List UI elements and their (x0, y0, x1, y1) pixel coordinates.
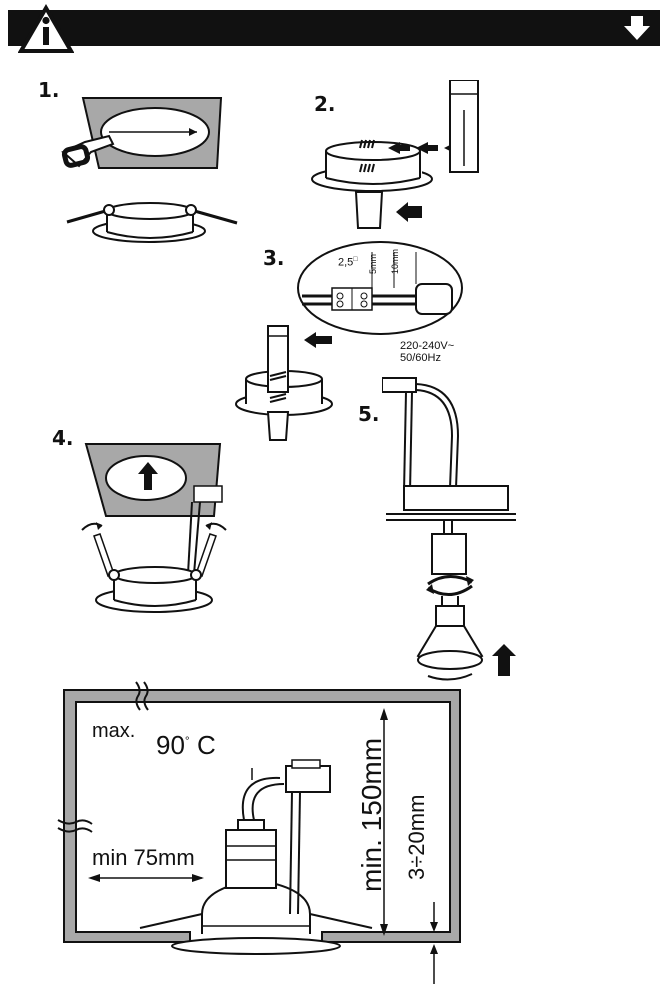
strip-length-short: 5mm (368, 254, 378, 274)
wire-cross-section: 2,5□ (338, 256, 358, 269)
max-temperature-value: 90 (156, 730, 185, 760)
header-bar (8, 10, 660, 46)
strip-length-long: 10mm (390, 248, 400, 274)
step-4-illustration (81, 443, 227, 613)
step-5-illustration (382, 377, 516, 681)
max-label: max. (92, 720, 136, 742)
step-3-label: 3. (263, 246, 285, 270)
temperature-unit: C (196, 730, 216, 760)
cross-section-value: 2,5 (338, 256, 354, 269)
step-4-label: 4. (52, 426, 74, 450)
frequency-label: 50/60Hz (400, 352, 441, 364)
down-arrow-icon[interactable] (622, 14, 652, 42)
step-1-label: 1. (38, 78, 60, 102)
step-3-connector-illustration (235, 325, 333, 441)
step-5-label: 5. (358, 402, 380, 426)
installation-cross-section (57, 681, 461, 984)
max-temperature: 90° C (156, 730, 216, 761)
step-1-illustration (61, 97, 238, 243)
degree-icon: ° (184, 733, 190, 748)
min-height-clearance: min. 150mm (356, 737, 387, 892)
step-3-wiring-detail (297, 241, 463, 335)
info-warning-icon (18, 4, 74, 53)
ceiling-thickness-range: 3÷20mm (404, 794, 429, 880)
voltage-label: 220-240V~ (400, 340, 455, 352)
step-2-label: 2. (314, 92, 336, 116)
min-side-clearance: min 75mm (92, 845, 195, 870)
step-2-illustration (311, 80, 479, 229)
hole-saw-icon (61, 134, 115, 168)
